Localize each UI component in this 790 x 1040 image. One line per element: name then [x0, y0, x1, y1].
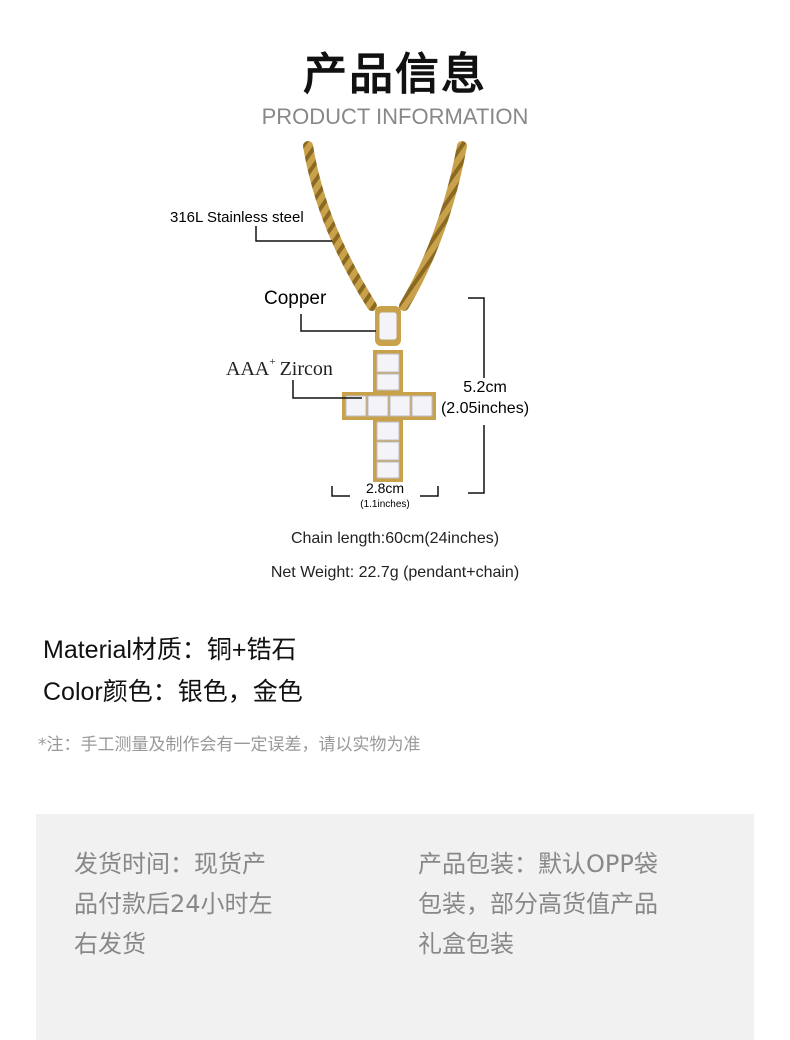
shipping-line: 右发货: [74, 930, 146, 958]
label-steel: 316L Stainless steel: [170, 209, 304, 226]
shipping-line: 品付款后24小时左: [74, 890, 273, 918]
pendant-product-image: 316L Stainless steel Copper AAA+Zircon 5…: [170, 141, 529, 510]
width-inches: (1.1inches): [360, 499, 409, 510]
measurement-note: *注：手工测量及制作会有一定误差，请以实物为准: [38, 735, 421, 755]
leader-steel: [255, 226, 332, 242]
pendant-bail: [375, 306, 401, 346]
color-attribute: Color颜色：银色，金色: [43, 678, 303, 706]
label-zircon: AAA+Zircon: [226, 356, 333, 380]
shipping-info: 发货时间：现货产 品付款后24小时左 右发货: [74, 844, 314, 964]
packaging-line: 礼盒包装: [418, 930, 514, 958]
height-cm: 5.2cm: [463, 379, 507, 396]
leader-copper: [300, 314, 376, 332]
width-dimension: [331, 486, 439, 497]
page-subtitle: PRODUCT INFORMATION: [261, 104, 529, 129]
page-title: 产品信息: [303, 49, 487, 100]
shipping-line: 发货时间：现货产: [74, 850, 266, 878]
chain-length: Chain length:60cm(24inches): [290, 530, 500, 547]
height-dimension: [468, 297, 485, 494]
zircon-cross: [342, 350, 436, 482]
packaging-line: 包装，部分高货值产品: [418, 890, 658, 918]
leader-zircon: [292, 380, 362, 399]
rope-chain-left: [303, 141, 377, 311]
info-panel: 发货时间：现货产 品付款后24小时左 右发货 产品包装：默认OPP袋 包装，部分…: [36, 814, 754, 1040]
packaging-line: 产品包装：默认OPP袋: [418, 850, 658, 878]
width-cm: 2.8cm: [366, 480, 404, 496]
height-inches: (2.05inches): [441, 400, 529, 417]
rope-chain-right: [399, 141, 467, 311]
material-attribute: Material材质：铜+锆石: [43, 636, 297, 664]
label-copper: Copper: [264, 288, 327, 309]
net-weight: Net Weight: 22.7g (pendant+chain): [270, 564, 520, 581]
packaging-info: 产品包装：默认OPP袋 包装，部分高货值产品 礼盒包装: [418, 844, 718, 964]
